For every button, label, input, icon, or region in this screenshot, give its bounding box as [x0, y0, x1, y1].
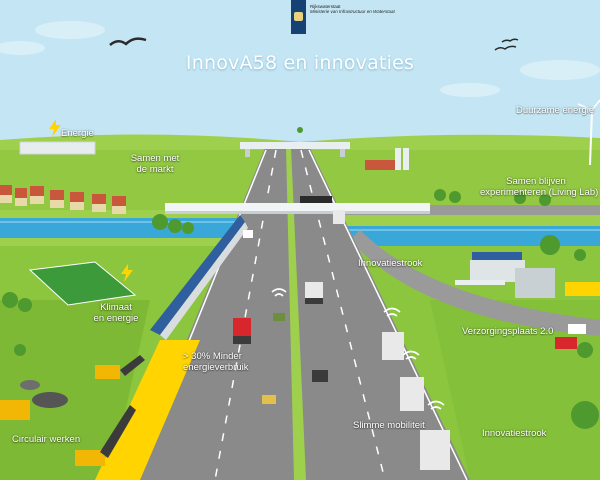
label-innovatiestrook-center: Innovatiestrook — [358, 258, 423, 269]
label-minder-energieverbruik: > 30% Minder energieverbruik — [183, 351, 249, 373]
label-samen-met-de-markt: Samen met de markt — [130, 153, 180, 175]
label-circulair-werken: Circulair werken — [12, 434, 81, 445]
logo-ministry-name: Ministerie van Infrastructuur en Waterst… — [310, 9, 395, 14]
lightning-icon — [49, 119, 61, 137]
rijkswaterstaat-logo: Rijkswaterstaat Ministerie van Infrastru… — [291, 0, 505, 40]
logo-org-name: Rijkswaterstaat — [310, 4, 341, 9]
lightning-icon — [121, 264, 133, 282]
label-innovatiestrook-right: Innovatiestrook — [482, 428, 547, 439]
label-klimaat-en-energie: Klimaat en energie — [93, 302, 139, 324]
page-title: InnovA58 en innovaties — [185, 52, 415, 74]
label-energie: Energie — [61, 128, 94, 139]
crest-icon — [294, 12, 303, 21]
label-living-lab: Samen blijven experimenteren (Living Lab… — [480, 176, 599, 198]
label-verzorgingsplaats: Verzorgingsplaats 2.0 — [462, 326, 554, 337]
label-slimme-mobiliteit: Slimme mobiliteit — [353, 420, 425, 431]
label-duurzame-energie: Duurzame energie — [516, 105, 595, 116]
